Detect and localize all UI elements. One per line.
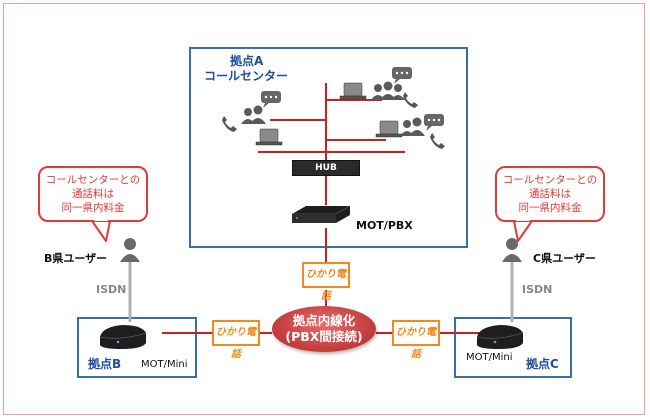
phone-icon [403, 92, 418, 108]
pbx-device-icon [292, 205, 351, 223]
user-icon [120, 238, 140, 262]
outer-frame [3, 3, 645, 415]
hikari-denwa-badge-top: ひかり電話 [302, 262, 350, 302]
bubble-text-line: 通話料は [529, 188, 571, 200]
site-c-title: 拠点C [526, 357, 559, 371]
bubble-tail-left [91, 220, 111, 242]
user-b-label: B県ユーザー [44, 252, 108, 265]
site-a-lan [258, 83, 405, 160]
bubble-text-line: 同一県内料金 [518, 202, 582, 214]
bubble-tail-right [513, 220, 533, 242]
site-b-title: 拠点B [88, 357, 122, 371]
phone-icon [222, 116, 237, 132]
center-line1: 拠点内線化 [292, 313, 356, 328]
chat-bubble-icon [424, 114, 444, 131]
center-line2: (PBX間接続) [285, 329, 363, 344]
hikari-denwa-badge-left: ひかり電話 [212, 320, 260, 360]
isdn-label-left: ISDN [96, 283, 127, 296]
mini-device-icon [99, 325, 147, 349]
phone-icon [430, 133, 445, 149]
hub-device: HUB [292, 160, 360, 176]
bubble-text-line: 同一県内料金 [61, 202, 125, 214]
computer-icon [339, 82, 367, 100]
pbx-label: MOT/PBX [356, 219, 413, 232]
isdn-label-right: ISDN [522, 283, 553, 296]
bubble-text-line: 通話料は [72, 188, 114, 200]
operators-icon [241, 105, 266, 124]
site-b-device-label: MOT/Mini [141, 359, 188, 370]
operators-icon [371, 81, 405, 100]
chat-bubble-icon [392, 67, 412, 84]
user-c-label: C県ユーザー [533, 252, 596, 265]
site-a-box [189, 47, 468, 248]
call-charge-bubble-right: コールセンターとの 通話料は 同一県内料金 [495, 166, 605, 222]
bubble-text-line: コールセンターとの [45, 174, 141, 186]
bubble-tail-cover-left [94, 216, 108, 221]
site-b-box [77, 317, 197, 378]
user-icon [502, 238, 522, 262]
bubble-tail-cover-right [516, 216, 530, 221]
computer-icon [255, 128, 283, 146]
computer-icon [375, 120, 403, 138]
site-c-device-label: MOT/Mini [466, 352, 513, 363]
pbx-interconnect-ellipse: 拠点内線化 (PBX間接続) [272, 306, 376, 352]
operators-icon [400, 117, 425, 136]
site-a-title-line2: コールセンター [204, 69, 289, 83]
bubble-text-line: コールセンターとの [502, 174, 598, 186]
site-a-title-line1: 拠点A [230, 54, 264, 68]
hikari-denwa-badge-right: ひかり電話 [392, 320, 440, 360]
site-a-title: 拠点A コールセンター [204, 54, 288, 84]
chat-bubble-icon [261, 91, 281, 108]
call-charge-bubble-left: コールセンターとの 通話料は 同一県内料金 [38, 166, 148, 222]
mini-device-icon [476, 325, 524, 349]
